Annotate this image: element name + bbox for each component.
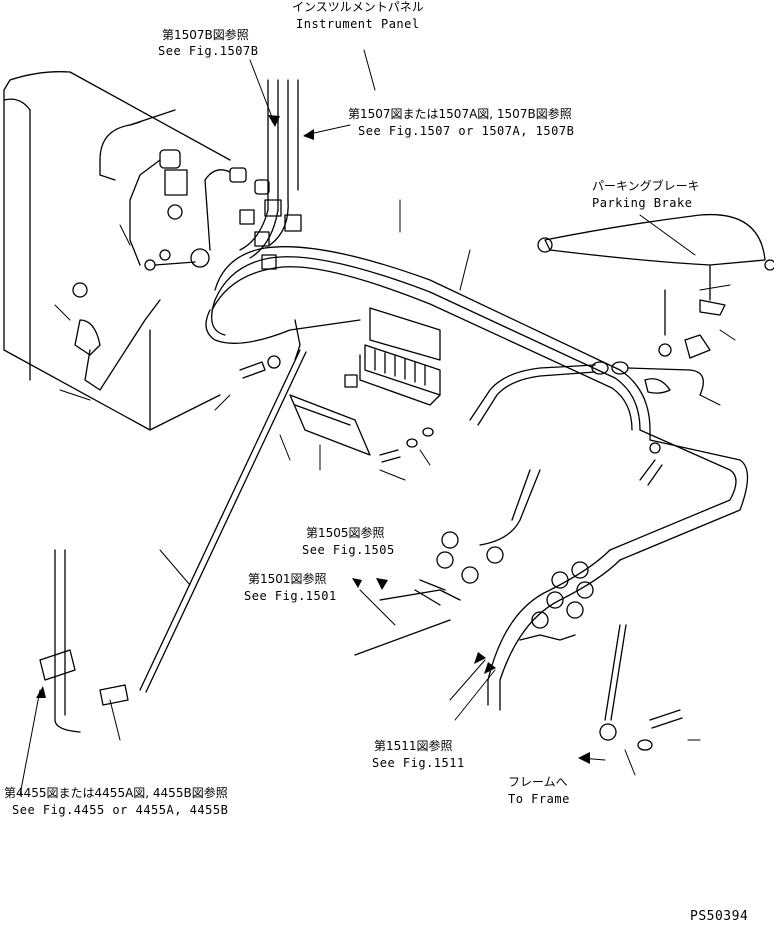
instrument-panel-harness [239, 79, 299, 259]
fig1511-harness [487, 549, 621, 711]
brake-switch-harness [469, 361, 704, 486]
lower-wire [39, 349, 307, 733]
bolts-washers [239, 319, 434, 463]
parking-brake-label-en: Parking Brake [592, 196, 693, 210]
arrowhead [303, 129, 314, 140]
parking-brake-lever [537, 213, 774, 359]
arrowhead [376, 578, 388, 590]
fig1501-label-jp: 第1501図参照 [248, 572, 327, 586]
leader-lines [19, 49, 736, 796]
fig1501-label-en: See Fig.1501 [244, 589, 337, 603]
fig1511-label-en: See Fig.1511 [372, 756, 465, 770]
parking-brake-label-jp: パーキングブレーキ [592, 179, 700, 193]
cab-panel-outline [3, 71, 231, 431]
arrowhead [352, 578, 362, 588]
fig1505-label-jp: 第1505図参照 [306, 526, 385, 540]
to-frame-label-jp: フレームへ [508, 775, 568, 789]
fig1507-label-jp: 第1507図または1507A図, 1507B図参照 [348, 107, 572, 121]
fig4455-label-en: See Fig.4455 or 4455A, 4455B [12, 803, 229, 817]
arrowhead [268, 115, 280, 127]
drawing-number: PS50394 [690, 909, 749, 924]
fig1507b-label-jp: 第1507B図参照 [162, 28, 249, 42]
instrument-panel-label-en: Instrument Panel [296, 17, 420, 31]
fig1511-label-jp: 第1511図参照 [374, 739, 453, 753]
fig1505-harness [354, 469, 541, 656]
ground-strap [599, 624, 683, 751]
left-switch [72, 282, 161, 391]
fig4455-label-jp: 第4455図または4455A図, 4455B図参照 [4, 786, 228, 800]
main-harness [205, 246, 749, 561]
instrument-panel-label-jp: インスツルメントパネル [292, 0, 424, 14]
to-frame-label-en: To Frame [508, 792, 570, 806]
arrowheads[interactable] [36, 115, 590, 764]
cover-plate [289, 394, 371, 456]
fig1507b-label-en: See Fig.1507B [158, 44, 259, 58]
arrowhead [474, 652, 486, 664]
upper-connectors [129, 149, 302, 271]
arrowhead [578, 752, 590, 764]
fig1505-label-en: See Fig.1505 [302, 543, 395, 557]
arrowhead [36, 686, 46, 698]
fig1507-label-en: See Fig.1507 or 1507A, 1507B [358, 124, 575, 138]
arrowhead [484, 662, 496, 674]
fuse-box [344, 307, 441, 406]
